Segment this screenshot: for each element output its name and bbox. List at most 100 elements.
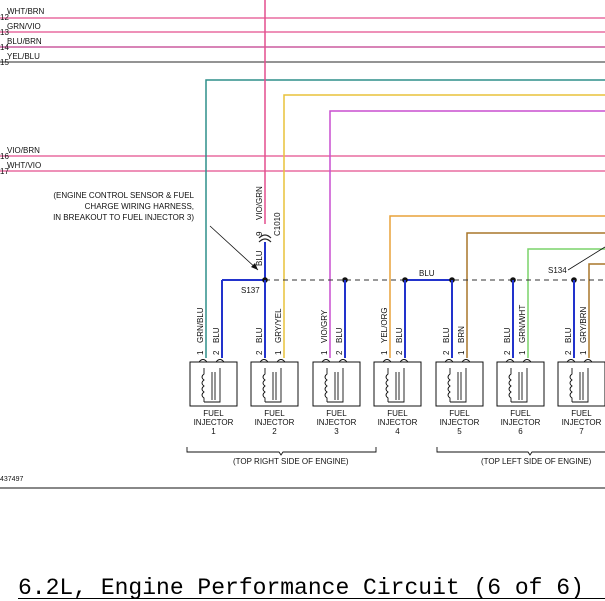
- lead-line: [204, 368, 221, 403]
- inj4-pin2: 2: [395, 350, 404, 355]
- injector-label: 2: [272, 427, 277, 436]
- coil-icon: [508, 368, 512, 402]
- inj3-wire2: BLU: [335, 327, 344, 343]
- callout-line-1: (ENGINE CONTROL SENSOR & FUEL: [53, 191, 194, 200]
- wire-grn-blu: [205, 79, 605, 358]
- terminal-symbol: [198, 359, 208, 363]
- callout-arrowhead: [251, 263, 258, 270]
- inj6-wire2: GRN/WHT: [518, 305, 527, 343]
- injector-label: INJECTOR: [501, 418, 541, 427]
- injector-label: FUEL: [449, 409, 470, 418]
- bus-label-blu-brn: BLU/BRN: [7, 37, 42, 46]
- terminal-symbol: [522, 359, 532, 363]
- lead-line: [327, 368, 344, 403]
- injector-label: 5: [457, 427, 462, 436]
- connector-symbol-lower: [258, 238, 272, 243]
- common-blu-label: BLU: [419, 269, 435, 278]
- wire-gry-yel: [283, 94, 605, 358]
- connector-pin-label: 9: [255, 231, 264, 236]
- injector-label: INJECTOR: [440, 418, 480, 427]
- inj7-pin1: 2: [564, 350, 573, 355]
- injector-label: FUEL: [203, 409, 224, 418]
- s134-leader: [567, 246, 605, 271]
- bus-label-yel-blu: YEL/BLU: [7, 52, 40, 61]
- terminal-symbol: [382, 359, 392, 363]
- inj1-pin1: 1: [196, 350, 205, 355]
- injector-label: 6: [518, 427, 523, 436]
- lead-line: [388, 368, 405, 403]
- terminal-symbol: [399, 359, 409, 363]
- lead-line: [450, 368, 467, 403]
- injector-box: [250, 361, 299, 407]
- wire-yel-org: [389, 215, 605, 358]
- group-brackets: [186, 447, 605, 456]
- bus-label-wht-brn: WHT/BRN: [7, 7, 45, 16]
- lead-line: [265, 368, 282, 403]
- splice-label-s134: S134: [548, 266, 567, 275]
- injector-label: 4: [395, 427, 400, 436]
- inj6-wire1: BLU: [503, 327, 512, 343]
- coil-icon: [385, 368, 389, 402]
- inj2-pin2: 1: [274, 350, 283, 355]
- terminal-symbol: [321, 359, 331, 363]
- bus-lines: [0, 17, 605, 172]
- injector-label: FUEL: [326, 409, 347, 418]
- bus-label-wht-vio: WHT/VIO: [7, 161, 41, 170]
- wire-vio-gry: [329, 110, 605, 358]
- inj1-wire2: BLU: [212, 327, 221, 343]
- inj5-wire1: BLU: [442, 327, 451, 343]
- inj7-wire1: BLU: [564, 327, 573, 343]
- connector-blu-label: BLU: [255, 250, 264, 266]
- injector-label: FUEL: [510, 409, 531, 418]
- injector-label: INJECTOR: [317, 418, 357, 427]
- inj4-wire1: YEL/ORG: [380, 307, 389, 343]
- injector-box: [189, 361, 238, 407]
- connector-c1010: VIO/GRN 9 C1010 BLU: [255, 186, 282, 280]
- wire-grn-wht: [527, 248, 605, 358]
- injector-label: 1: [211, 427, 216, 436]
- inj2-wire2: GRY/YEL: [274, 308, 283, 343]
- splice-label-s137: S137: [241, 286, 260, 295]
- inj2-pin1: 2: [255, 350, 264, 355]
- wire-brn: [466, 232, 605, 358]
- injector-label: FUEL: [571, 409, 592, 418]
- injector-label: 3: [334, 427, 339, 436]
- common-line: BLU S137 S134: [222, 246, 605, 295]
- lead-line: [572, 368, 589, 403]
- injector-label: 7: [579, 427, 584, 436]
- inj7-pin2: 1: [579, 350, 588, 355]
- injector-label: INJECTOR: [562, 418, 602, 427]
- bus-pin-12: 12: [0, 13, 9, 22]
- blu-drops: [221, 280, 575, 358]
- inj5-pin1: 2: [442, 350, 451, 355]
- bus-label-vio-brn: VIO/BRN: [7, 146, 40, 155]
- terminal-symbol: [461, 359, 471, 363]
- inj6-pin1: 2: [503, 350, 512, 355]
- injector-box: [373, 361, 422, 407]
- bus-pin-13: 13: [0, 28, 9, 37]
- coil-icon: [262, 368, 266, 402]
- figure-code: 437497: [0, 476, 23, 483]
- wire-gry-brn: [588, 263, 605, 358]
- terminal-symbol: [566, 359, 576, 363]
- inj6-pin2: 1: [518, 350, 527, 355]
- coil-icon: [569, 368, 573, 402]
- inj1-wire1: GRN/BLU: [196, 307, 205, 343]
- terminal-symbol: [505, 359, 515, 363]
- inj5-pin2: 1: [457, 350, 466, 355]
- bus-pin-14: 14: [0, 43, 9, 52]
- terminal-symbol: [583, 359, 593, 363]
- injector-box: [557, 361, 605, 407]
- terminal-symbol: [215, 359, 225, 363]
- injector-label: INJECTOR: [194, 418, 234, 427]
- feed-wires: [205, 0, 605, 358]
- callout-line-2: CHARGE WIRING HARNESS,: [85, 202, 194, 211]
- figure-caption: 6.2L, Engine Performance Circuit (6 of 6…: [18, 576, 584, 601]
- bracket-right-side: [186, 447, 377, 456]
